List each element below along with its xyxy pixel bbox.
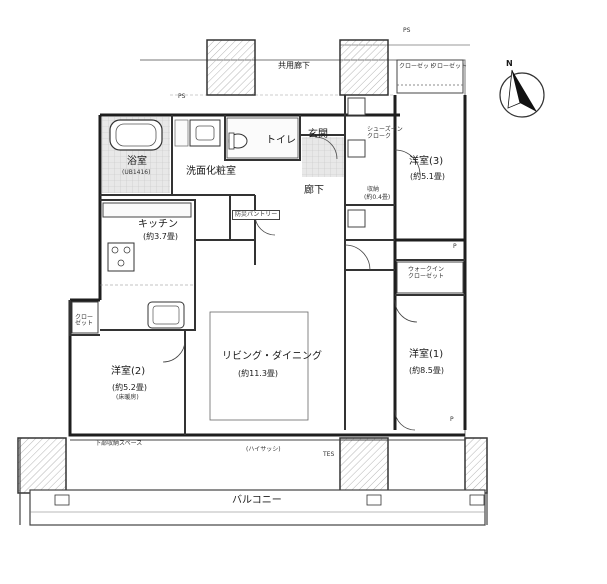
ps-label-mid: PS (178, 93, 186, 100)
outdoor-space-label: 下部収納スペース (95, 440, 143, 447)
room-label-balcony: バルコニー (232, 495, 282, 506)
closet-label-a: クローゼット (399, 63, 436, 70)
living-floor (209, 311, 309, 421)
room-size-bath: (UB1416) (122, 169, 151, 176)
floor-heating-label: (床暖房) (116, 394, 139, 401)
closet-top-right (396, 59, 464, 94)
shoes-closet-label: シューズイン クローク (367, 126, 403, 141)
ps-label-top: PS (403, 27, 411, 34)
closet-label-b: クローゼット (431, 63, 468, 70)
room-size-western3: (約5.1畳) (410, 172, 445, 181)
pantry-label: 防災パントリー (232, 210, 281, 220)
high-sash-label: (ハイサッシ) (246, 446, 281, 453)
structural-pillars (17, 39, 488, 494)
room-label-western1: 洋室(1) (409, 349, 444, 360)
room-label-kitchen: キッチン (138, 219, 178, 230)
doors (162, 149, 421, 431)
p-label-right: P (453, 243, 457, 250)
room-label-entrance: 玄関 (308, 129, 328, 140)
kitchen-counter (102, 202, 192, 218)
washer-pan (174, 119, 189, 147)
entrance-floor (302, 137, 344, 177)
room-label-living: リビング・ダイニング (222, 351, 322, 362)
room-label-washroom: 洗面化粧室 (186, 166, 236, 177)
closet-label-western2: クロー ゼット (75, 314, 94, 327)
compass (499, 69, 545, 118)
walkin-closet (396, 261, 464, 294)
tes-label: TES (323, 451, 335, 458)
room-label-western3: 洋室(3) (409, 156, 444, 167)
room-size-kitchen: (約3.7畳) (143, 232, 178, 241)
room-label-shared-corridor: 共用廊下 (278, 61, 310, 70)
compass-needle-icon (512, 70, 537, 112)
storage-size: (約0.4畳) (364, 194, 391, 201)
storage-label: 収納 (367, 186, 380, 193)
shared-corridor-area (140, 44, 470, 440)
compass-north-label: N (506, 59, 513, 68)
p-label-small: P (450, 416, 454, 423)
walkin-closet-label: ウォークイン クローゼット (408, 266, 445, 281)
stove (107, 242, 135, 272)
room-size-western2: (約5.2畳) (112, 383, 147, 392)
room-label-western2: 洋室(2) (111, 366, 146, 377)
room-label-bath: 浴室 (127, 156, 147, 167)
room-size-living: (約11.3畳) (238, 369, 279, 378)
room-label-hallway: 廊下 (304, 185, 324, 196)
room-label-toilet: トイレ (266, 135, 296, 146)
balcony-area (19, 438, 488, 526)
room-size-western1: (約8.5畳) (409, 366, 444, 375)
closet-western2 (71, 301, 99, 334)
